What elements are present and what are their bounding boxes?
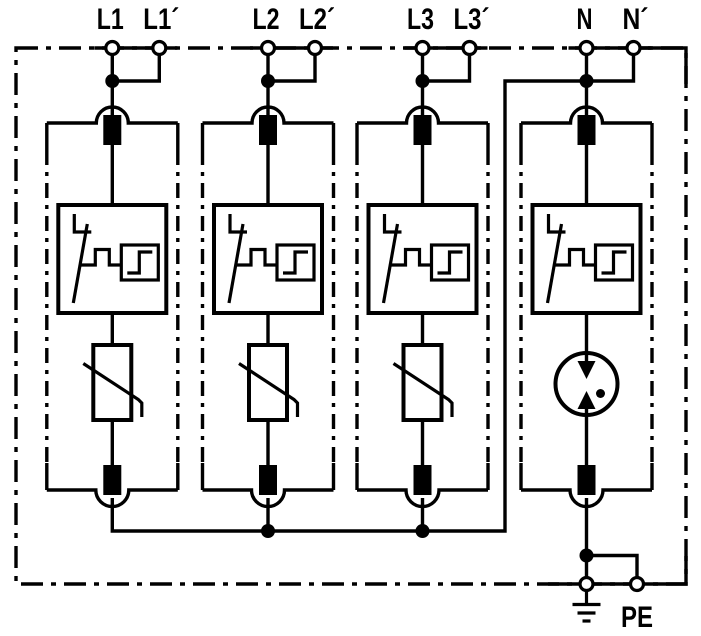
terminal-label-l3-prime: L3´ — [454, 3, 490, 36]
border-bottom-right-corner — [548, 556, 688, 586]
varistor-icon — [81, 343, 144, 422]
terminal-label-l2-prime: L2´ — [299, 3, 335, 36]
device-outline — [14, 46, 688, 586]
equipotential-bus-wire — [110, 79, 581, 533]
junction-dot — [579, 548, 594, 563]
fuse-contact-icon — [413, 465, 432, 495]
branch-l3 — [355, 39, 490, 531]
thermal-disconnector-icon — [212, 203, 324, 315]
ground-icon — [572, 590, 601, 623]
terminal-label-l2: L2 — [253, 3, 280, 36]
terminal-label-l1: L1 — [97, 3, 124, 36]
terminal-label-n-prime: N´ — [623, 3, 649, 36]
terminal-earth — [578, 575, 595, 593]
fuse-contact-icon — [259, 465, 277, 495]
branch-n — [519, 39, 654, 556]
pe-terminal-assembly: PE — [572, 548, 653, 634]
terminal-label-n: N — [577, 3, 593, 36]
varistor-icon — [391, 343, 454, 422]
terminal-label-l1-prime: L1´ — [143, 3, 179, 36]
branch-l1 — [45, 39, 180, 509]
thermal-disconnector-icon — [530, 203, 643, 315]
pe-label: PE — [621, 601, 653, 634]
fuse-contact-icon — [577, 465, 596, 495]
thermal-disconnector-icon — [366, 203, 479, 315]
fuse-contact-icon — [103, 115, 122, 145]
thermal-disconnector-icon — [56, 203, 169, 315]
terminal-pair-l1 — [92, 39, 180, 90]
terminal-labels: L1 L1´ L2 L2´ L3 L3´ N N´ — [97, 3, 649, 36]
fuse-contact-icon — [259, 115, 277, 145]
terminal-pair-n — [566, 39, 654, 90]
fuse-contact-icon — [103, 465, 122, 495]
terminal-label-l3: L3 — [407, 3, 434, 36]
spark-gap-icon — [553, 313, 620, 466]
fuse-contact-icon — [413, 115, 432, 145]
varistor-icon — [237, 343, 300, 422]
wire — [586, 553, 639, 578]
border-top-right-corner — [640, 46, 688, 84]
fuse-contact-icon — [577, 115, 596, 145]
terminal-pair-l2 — [248, 39, 335, 90]
terminal-pair-l3 — [402, 39, 490, 90]
branch-l2 — [200, 39, 336, 531]
terminal-pe — [628, 575, 646, 593]
